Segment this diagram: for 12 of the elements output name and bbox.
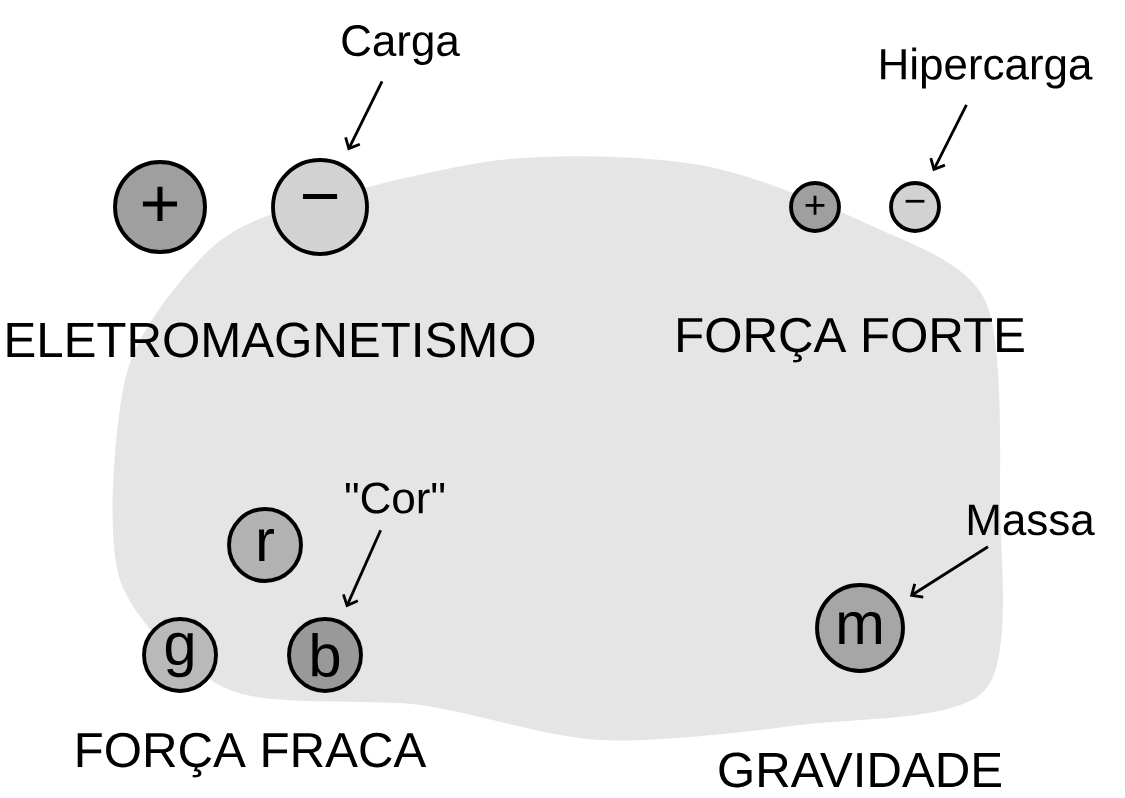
arrow bbox=[909, 545, 989, 599]
arrow bbox=[344, 80, 384, 151]
force-label: GRAVIDADE bbox=[719, 752, 1001, 788]
force-label: FORÇA FRACA bbox=[77, 732, 427, 778]
callout-text: "Cor" bbox=[345, 482, 445, 514]
callout-text: Massa bbox=[968, 504, 1095, 536]
force-label: FORÇA FORTE bbox=[678, 317, 1024, 363]
force-label: ELETROMAGNETISMO bbox=[7, 322, 535, 358]
arrow bbox=[929, 104, 968, 172]
callout-text: Hipercarga bbox=[881, 47, 1093, 89]
arrow bbox=[342, 529, 382, 608]
callout-text: Carga bbox=[342, 25, 460, 65]
